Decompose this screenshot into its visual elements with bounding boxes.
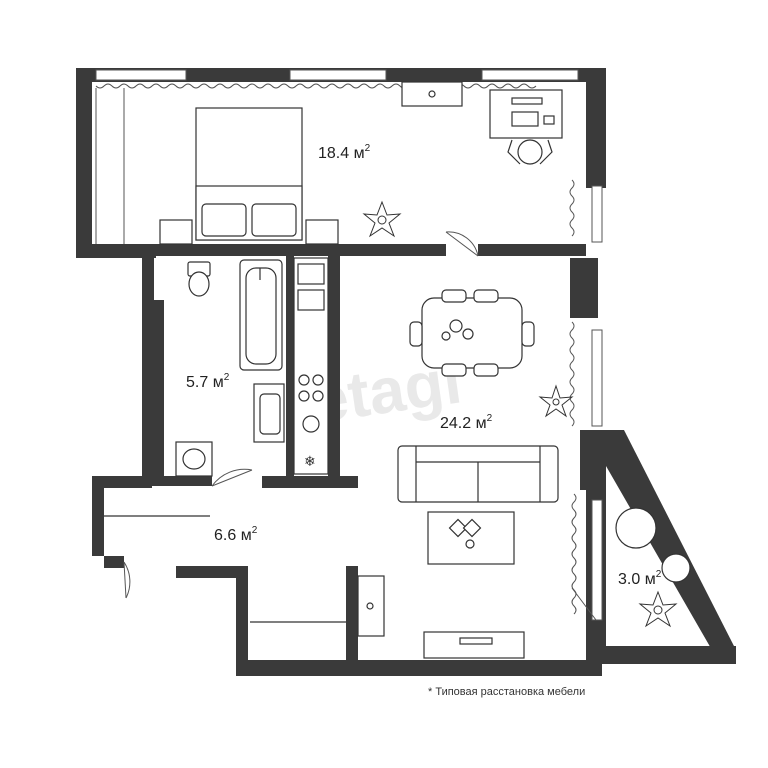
plants (362, 200, 678, 628)
room-area-balcony: 3.0 м2 (618, 569, 662, 588)
nightstand-icon (159, 219, 193, 245)
walls (76, 68, 736, 676)
bathtub-icon (239, 259, 283, 371)
hall-cabinet-icon (357, 575, 385, 637)
office-chair-icon (507, 139, 553, 165)
svg-text:❄: ❄ (304, 454, 316, 470)
dining-table-icon (409, 289, 535, 377)
room-labels: 18.4 м2 5.7 м2 24.2 м2 6.6 м2 3.0 м2 (186, 143, 662, 588)
room-area-bedroom: 18.4 м2 (318, 143, 371, 162)
nightstand-icon (305, 219, 339, 245)
balcony-chair-icon (615, 507, 691, 583)
doors (123, 231, 597, 621)
plant-icon (538, 384, 574, 418)
room-area-living-kitchen: 24.2 м2 (440, 413, 493, 432)
dresser-icon (401, 81, 463, 107)
coffee-table-icon (427, 511, 515, 565)
furniture: ❄ (104, 81, 691, 659)
toilet-icon (187, 261, 211, 297)
room-area-bathroom: 5.7 м2 (186, 372, 230, 391)
tv-stand-icon (423, 631, 525, 659)
kitchen-counter-icon: ❄ (293, 257, 329, 475)
plant-icon (362, 200, 402, 238)
furniture-note: * Типовая расстановка мебели (428, 686, 586, 698)
sink-icon (253, 383, 285, 443)
desk-icon (489, 89, 563, 139)
bed-icon (195, 107, 303, 241)
room-area-hallway: 6.6 м2 (214, 525, 258, 544)
washing-machine-icon (175, 441, 213, 477)
windows (95, 69, 603, 621)
plant-icon (638, 590, 678, 628)
sofa-icon (397, 445, 559, 503)
